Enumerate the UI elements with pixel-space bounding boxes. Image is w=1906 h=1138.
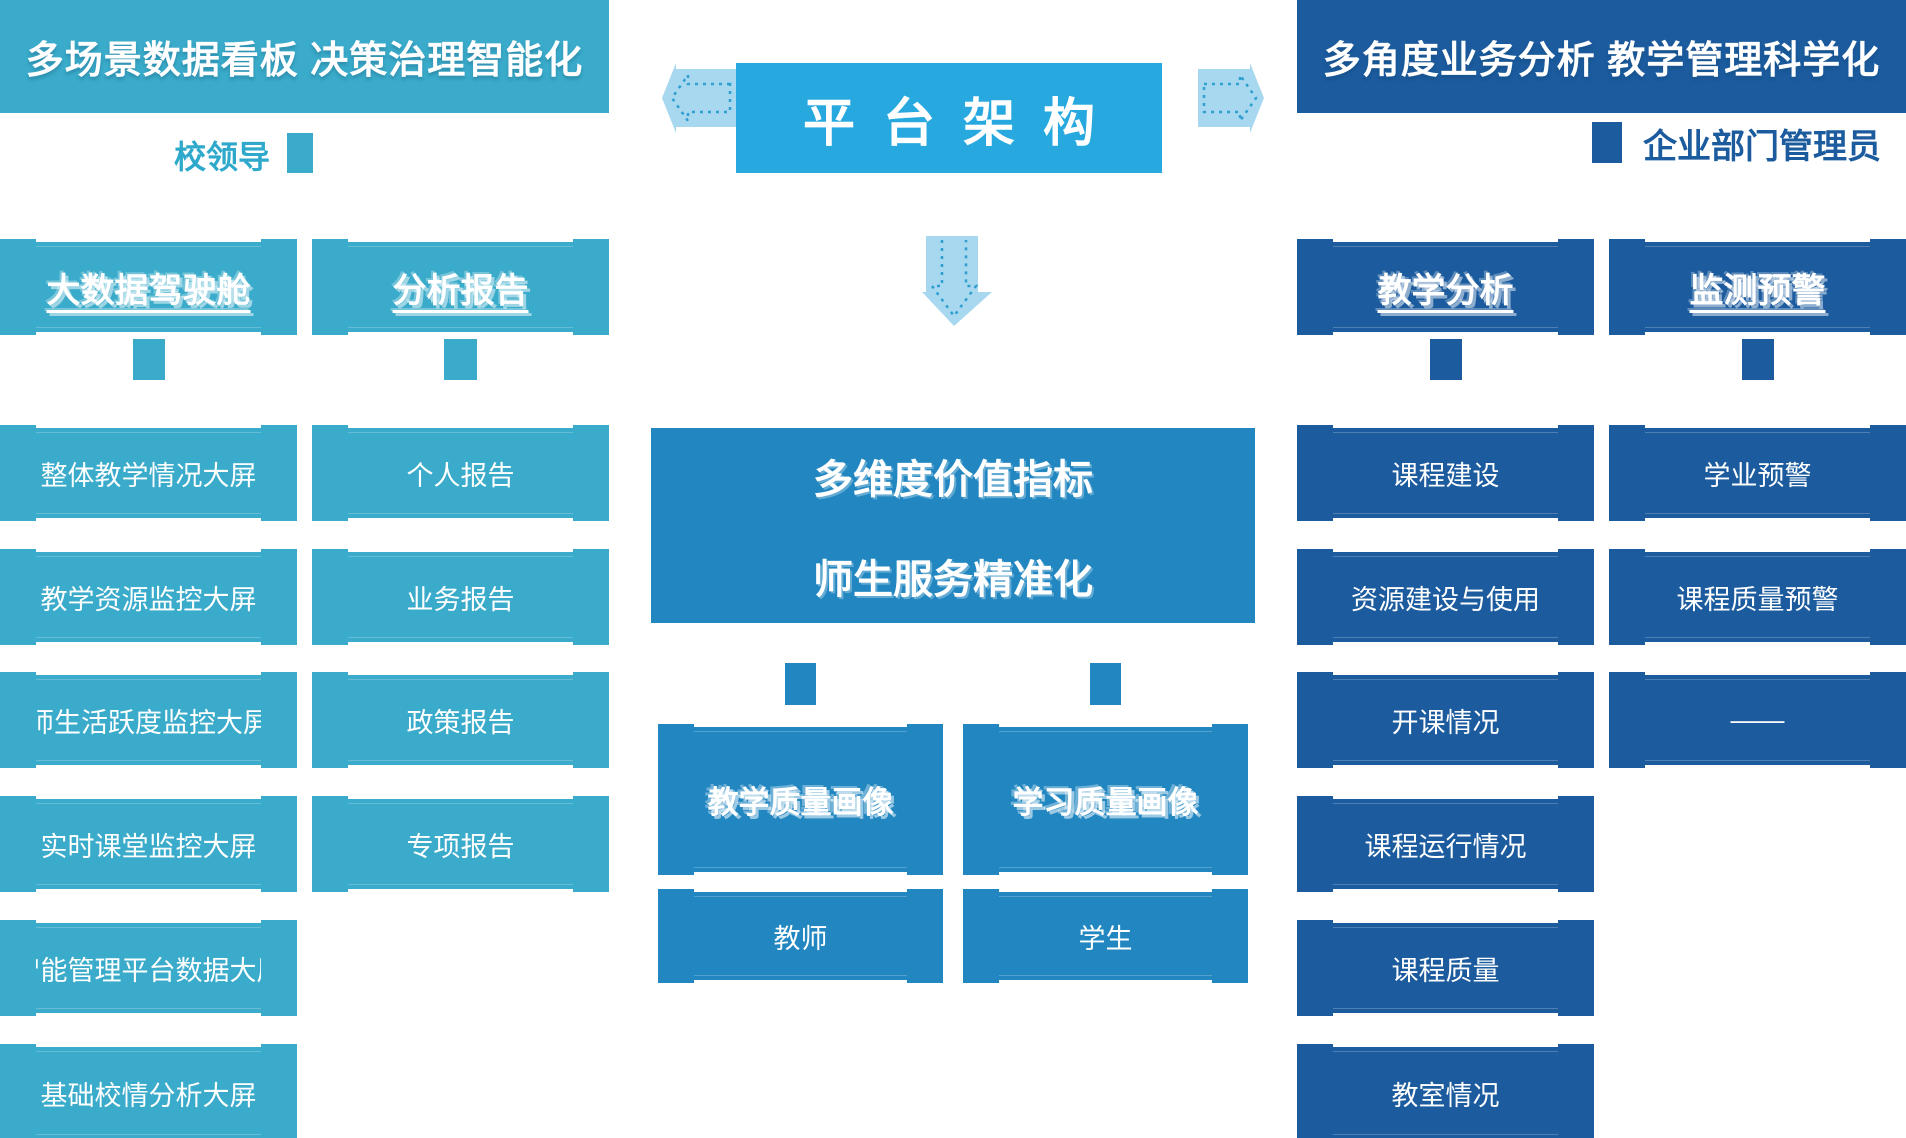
admin-marker	[1592, 122, 1622, 163]
connector-square	[785, 663, 816, 705]
report-item: 专项报告	[312, 796, 609, 892]
admin-label: 企业部门管理员	[1643, 127, 1881, 166]
analysis-item: 资源建设与使用	[1297, 549, 1594, 645]
analysis-item: 开课情况	[1297, 672, 1594, 768]
dashboard-item: 整体教学情况大屏	[0, 425, 297, 521]
analysis-item: 教室情况	[1297, 1044, 1594, 1138]
teacher-box: 教师	[658, 889, 943, 983]
item-label: 学业预警	[1703, 460, 1812, 491]
left-banner-title: 多场景数据看板 决策治理智能化	[25, 40, 584, 82]
portrait-teaching-box: 教学质量画像	[658, 724, 943, 875]
item-label: 业务报告	[406, 584, 515, 615]
header-label: 教学分析	[1377, 271, 1514, 310]
platform-title: 平台架构	[802, 94, 1123, 153]
item-label: 教学资源监控大屏	[40, 584, 257, 615]
right-banner: 多角度业务分析 教学管理科学化	[1297, 0, 1906, 113]
connector-square	[1430, 339, 1462, 380]
header-monitor-warning: 监测预警	[1609, 239, 1906, 335]
item-label: 基础校情分析大屏	[40, 1080, 257, 1111]
item-label: 课程运行情况	[1364, 831, 1527, 862]
header-teaching-analysis: 教学分析	[1297, 239, 1594, 335]
item-label: 课程质量预警	[1676, 584, 1839, 615]
left-arrow-icon	[662, 63, 736, 133]
connector-square	[444, 339, 477, 380]
report-item: 政策报告	[312, 672, 609, 768]
item-label: 课程建设	[1391, 460, 1500, 491]
analysis-item: 课程运行情况	[1297, 796, 1594, 892]
value-line2: 师生服务精准化	[813, 557, 1093, 602]
dashboard-item: 教学资源监控大屏	[0, 549, 297, 645]
item-label: 课程质量	[1391, 955, 1500, 986]
value-line1: 多维度价值指标	[813, 457, 1093, 502]
report-item: 个人报告	[312, 425, 609, 521]
portrait-label: 教学质量画像	[707, 785, 894, 820]
portrait-label: 学习质量画像	[1012, 785, 1199, 820]
item-label: 教室情况	[1391, 1080, 1500, 1111]
down-arrow-icon	[922, 236, 992, 326]
analysis-item: 课程质量	[1297, 920, 1594, 1016]
header-label: 监测预警	[1689, 271, 1826, 310]
connector-square	[1090, 663, 1121, 705]
item-label: 学生	[1078, 923, 1133, 954]
dashboard-item: 实时课堂监控大屏	[0, 796, 297, 892]
item-label: 开课情况	[1391, 707, 1500, 738]
item-label: 教师	[773, 923, 828, 954]
item-label: 师生活跃度监控大屏	[27, 707, 270, 738]
platform-title-box: 平台架构	[736, 63, 1162, 173]
admin-label-wrap: 企业部门管理员	[1637, 124, 1887, 166]
item-label: 专项报告	[406, 831, 515, 862]
right-arrow-icon	[1198, 63, 1264, 133]
analysis-item: 课程建设	[1297, 425, 1594, 521]
student-box: 学生	[963, 889, 1248, 983]
left-banner: 多场景数据看板 决策治理智能化	[0, 0, 609, 113]
school-leader-label: 校领导	[173, 139, 270, 175]
value-indicator-box: 多维度价值指标 师生服务精准化	[651, 428, 1255, 623]
warning-item: ——	[1609, 672, 1906, 768]
item-label: 资源建设与使用	[1351, 584, 1540, 615]
item-label: 整体教学情况大屏	[40, 460, 257, 491]
dashboard-item: 智能管理平台数据大屏	[0, 920, 297, 1016]
header-analysis-report: 分析报告	[312, 239, 609, 335]
warning-item: 课程质量预警	[1609, 549, 1906, 645]
portrait-learning-box: 学习质量画像	[963, 724, 1248, 875]
dashboard-item: 师生活跃度监控大屏	[0, 672, 297, 768]
dashboard-item: 基础校情分析大屏	[0, 1044, 297, 1138]
connector-square	[133, 339, 165, 380]
connector-square	[1742, 339, 1774, 380]
report-item: 业务报告	[312, 549, 609, 645]
header-label: 大数据驾驶舱	[46, 271, 251, 310]
header-label: 分析报告	[392, 271, 529, 310]
right-banner-title: 多角度业务分析 教学管理科学化	[1322, 40, 1881, 82]
warning-item: 学业预警	[1609, 425, 1906, 521]
item-label: 智能管理平台数据大屏	[13, 955, 284, 986]
item-label: 个人报告	[406, 460, 515, 491]
school-leader-marker	[287, 133, 313, 173]
item-label: 实时课堂监控大屏	[40, 831, 257, 862]
school-leader-label-wrap: 校领导	[168, 136, 276, 175]
header-big-data-cockpit: 大数据驾驶舱	[0, 239, 297, 335]
item-label: ——	[1730, 704, 1785, 735]
item-label: 政策报告	[406, 707, 515, 738]
